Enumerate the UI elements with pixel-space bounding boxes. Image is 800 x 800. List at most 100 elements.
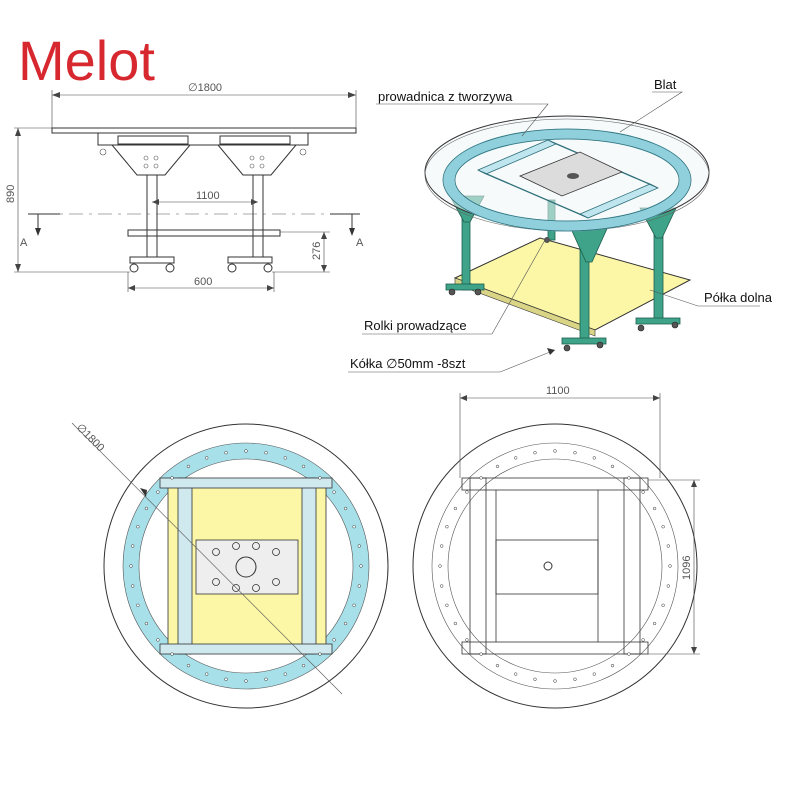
bottom-view-ring-hole xyxy=(453,621,458,626)
bottom-view-table-outline xyxy=(412,423,698,709)
bottom-view-ring-hole xyxy=(465,638,469,642)
dim-base-width: 600 xyxy=(194,276,212,288)
bottom-view-ring-hole xyxy=(453,506,458,511)
bottom-view-ring-hole xyxy=(514,672,518,676)
top-view-ring-hole xyxy=(264,677,268,681)
bottom-view-ring-hole xyxy=(627,652,631,656)
bottom-view-ring-hole xyxy=(440,584,444,588)
label-guide-rollers: Rolki prowadzące xyxy=(364,318,467,333)
bottom-view-ring-hole xyxy=(641,490,645,494)
top-view-ring-hole xyxy=(318,652,322,656)
top-view-ring-hole xyxy=(352,603,356,607)
front-view: ∅1800 A A xyxy=(5,82,364,292)
bottom-view-ring-hole xyxy=(652,506,657,511)
top-view-ring-hole xyxy=(332,490,336,494)
dim-height: 890 xyxy=(5,185,17,203)
left-leg xyxy=(146,174,158,258)
label-table-top: Blat xyxy=(654,77,677,92)
bottom-view-ring-hole xyxy=(445,603,449,607)
top-view-ring-hole xyxy=(343,506,348,511)
bottom-view-ring-hole xyxy=(479,476,483,480)
label-plastic-guide: prowadnica z tworzywa xyxy=(378,89,513,104)
top-view-ring-hole xyxy=(283,456,287,460)
top-view-ring-hole xyxy=(144,621,149,626)
bottom-view-ring-hole xyxy=(627,476,631,480)
dim-shelf-height: 276 xyxy=(311,242,323,260)
bottom-view-ring-hole xyxy=(592,672,596,676)
top-view-ring-hole xyxy=(301,663,306,668)
dim-diameter-top: ∅1800 xyxy=(74,422,107,455)
bottom-view-ring-hole xyxy=(666,584,670,588)
top-view-ring-hole xyxy=(244,449,248,453)
top-view-ring-hole xyxy=(332,638,336,642)
bottom-view-ring-hole xyxy=(533,677,537,681)
label-lower-shelf: Półka dolna xyxy=(704,290,773,305)
top-view-ring-hole xyxy=(186,663,191,668)
top-view-ring-hole xyxy=(318,476,322,480)
bottom-view-ring-hole xyxy=(666,544,670,548)
bottom-view-ring-hole xyxy=(661,525,665,529)
section-label-left: A xyxy=(20,237,28,249)
bottom-view: 1100 1096 xyxy=(412,385,700,709)
bottom-view-ring-hole xyxy=(553,449,557,453)
top-view-ring-hole xyxy=(283,672,287,676)
top-view-ring-hole xyxy=(244,679,248,683)
top-view-ring-hole xyxy=(224,451,228,455)
label-casters: Kółka ∅50mm -8szt xyxy=(350,356,466,371)
right-bracket xyxy=(216,144,298,176)
top-view-ring-hole xyxy=(301,464,306,469)
bottom-view-ring-hole xyxy=(445,525,449,529)
top-view-ring-hole xyxy=(205,456,209,460)
bottom-view-ring-hole xyxy=(553,679,557,683)
bottom-view-ring-hole xyxy=(652,621,657,626)
top-view-ring-hole xyxy=(131,584,135,588)
top-view-ring-hole xyxy=(144,506,149,511)
bottom-view-ring-hole xyxy=(668,564,672,568)
dim-bottom-width: 1100 xyxy=(546,385,570,397)
top-view-ring-hole xyxy=(131,544,135,548)
section-label-right: A xyxy=(356,237,364,249)
bottom-view-ring-hole xyxy=(573,677,577,681)
bottom-view-ring-hole xyxy=(661,603,665,607)
top-view-ring-hole xyxy=(170,476,174,480)
bottom-view-ring-hole xyxy=(641,638,645,642)
table-top-side xyxy=(51,127,357,134)
bottom-view-ring-hole xyxy=(440,544,444,548)
bottom-view-ring-hole xyxy=(495,663,500,668)
bottom-view-ring-hole xyxy=(438,564,442,568)
top-view-table-outline xyxy=(103,423,389,709)
dim-leg-span: 1100 xyxy=(196,190,220,202)
top-view-ring-hole xyxy=(170,652,174,656)
brand-logo: Melot xyxy=(18,29,155,92)
top-view-ring-hole xyxy=(357,584,361,588)
top-view-ring-hole xyxy=(359,564,363,568)
iso-guide-ring xyxy=(443,128,691,232)
top-view-ring-hole xyxy=(136,603,140,607)
bottom-view-ring-hole xyxy=(479,652,483,656)
top-view-ring-hole xyxy=(264,451,268,455)
bottom-view-ring-hole xyxy=(610,464,615,469)
top-view-ring-hole xyxy=(129,564,133,568)
top-view-center-plate xyxy=(195,539,299,595)
bottom-view-ring-hole xyxy=(592,456,596,460)
bottom-view-ring-hole xyxy=(573,451,577,455)
left-bracket xyxy=(110,144,192,176)
top-view-ring-hole xyxy=(352,525,356,529)
bottom-view-ring-hole xyxy=(495,464,500,469)
top-view-ring-hole xyxy=(224,677,228,681)
top-view-ring-hole xyxy=(205,672,209,676)
top-view-ring-hole xyxy=(156,638,160,642)
top-view-ring-hole xyxy=(343,621,348,626)
top-view-ring-hole xyxy=(186,464,191,469)
top-view-ring-hole xyxy=(357,544,361,548)
top-view-ring-hole xyxy=(136,525,140,529)
dim-bottom-depth: 1096 xyxy=(681,556,693,580)
lower-shelf-side xyxy=(127,229,281,237)
right-leg xyxy=(252,174,264,258)
bottom-view-ring-hole xyxy=(514,456,518,460)
bottom-view-ring-hole xyxy=(465,490,469,494)
top-view: ∅1800 xyxy=(71,422,389,709)
isometric-view: prowadnica z tworzywa Blat Półka dolna R… xyxy=(348,77,773,373)
dim-diameter-front: ∅1800 xyxy=(188,82,222,94)
